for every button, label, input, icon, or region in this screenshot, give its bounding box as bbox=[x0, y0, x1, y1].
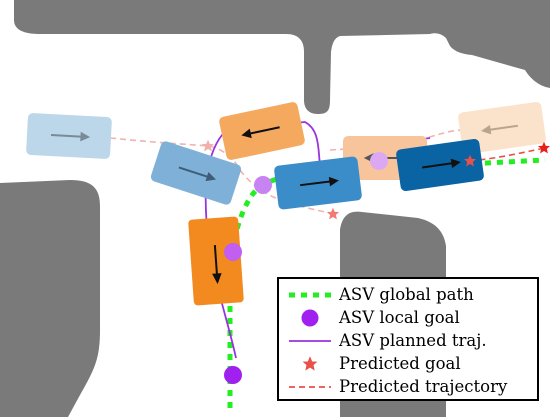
purple-line-icon bbox=[289, 340, 331, 342]
local-goal-marker bbox=[224, 243, 242, 261]
predicted-goal-marker bbox=[537, 141, 550, 154]
vessel-obstacle-1 bbox=[26, 113, 112, 159]
vessels bbox=[26, 102, 546, 306]
vessel-obstacle-6 bbox=[219, 102, 305, 160]
predicted-goal-marker bbox=[201, 139, 215, 152]
heading-arrow bbox=[481, 124, 518, 135]
red-star-icon bbox=[302, 356, 318, 371]
local-goal-marker bbox=[370, 152, 388, 170]
predicted-goal-marker bbox=[463, 154, 477, 167]
legend-entry-predicted-goal: Predicted goal bbox=[279, 353, 537, 375]
local-goal-marker bbox=[224, 366, 242, 384]
heading-arrow bbox=[300, 176, 339, 187]
legend-label: ASV local goal bbox=[339, 308, 460, 327]
local-goals bbox=[224, 152, 388, 384]
local-goal-marker bbox=[254, 176, 272, 194]
vessel-obstacle-3 bbox=[274, 156, 362, 210]
vessel-obstacle-2 bbox=[150, 141, 242, 205]
red-dashed-line-icon bbox=[289, 386, 331, 388]
legend-entry-predicted-trajectory: Predicted trajectory bbox=[279, 376, 537, 398]
legend-label: ASV planned traj. bbox=[339, 331, 487, 350]
heading-arrow bbox=[50, 131, 91, 142]
green-dotted-line-icon bbox=[289, 292, 331, 298]
legend: ASV global path ASV local goal ASV plann… bbox=[277, 277, 539, 401]
legend-entry-global-path: ASV global path bbox=[279, 284, 537, 306]
vessel-obstacle-7 bbox=[458, 102, 546, 154]
legend-label: Predicted trajectory bbox=[339, 377, 508, 396]
legend-entry-local-goal: ASV local goal bbox=[279, 307, 537, 329]
legend-entry-planned-traj: ASV planned traj. bbox=[279, 330, 537, 352]
legend-label: ASV global path bbox=[339, 285, 474, 304]
heading-arrow bbox=[178, 166, 217, 182]
heading-arrow bbox=[422, 158, 461, 169]
heading-arrow bbox=[241, 126, 280, 139]
vessel-asv bbox=[188, 216, 244, 306]
land-top bbox=[14, 0, 550, 114]
predicted-goals bbox=[201, 139, 550, 220]
predicted-goal-marker bbox=[326, 207, 340, 220]
heading-arrow bbox=[212, 244, 222, 285]
purple-circle-icon bbox=[301, 309, 319, 327]
vessel-obstacle-4 bbox=[396, 139, 484, 191]
legend-label: Predicted goal bbox=[339, 354, 461, 373]
land-left bbox=[0, 180, 100, 417]
